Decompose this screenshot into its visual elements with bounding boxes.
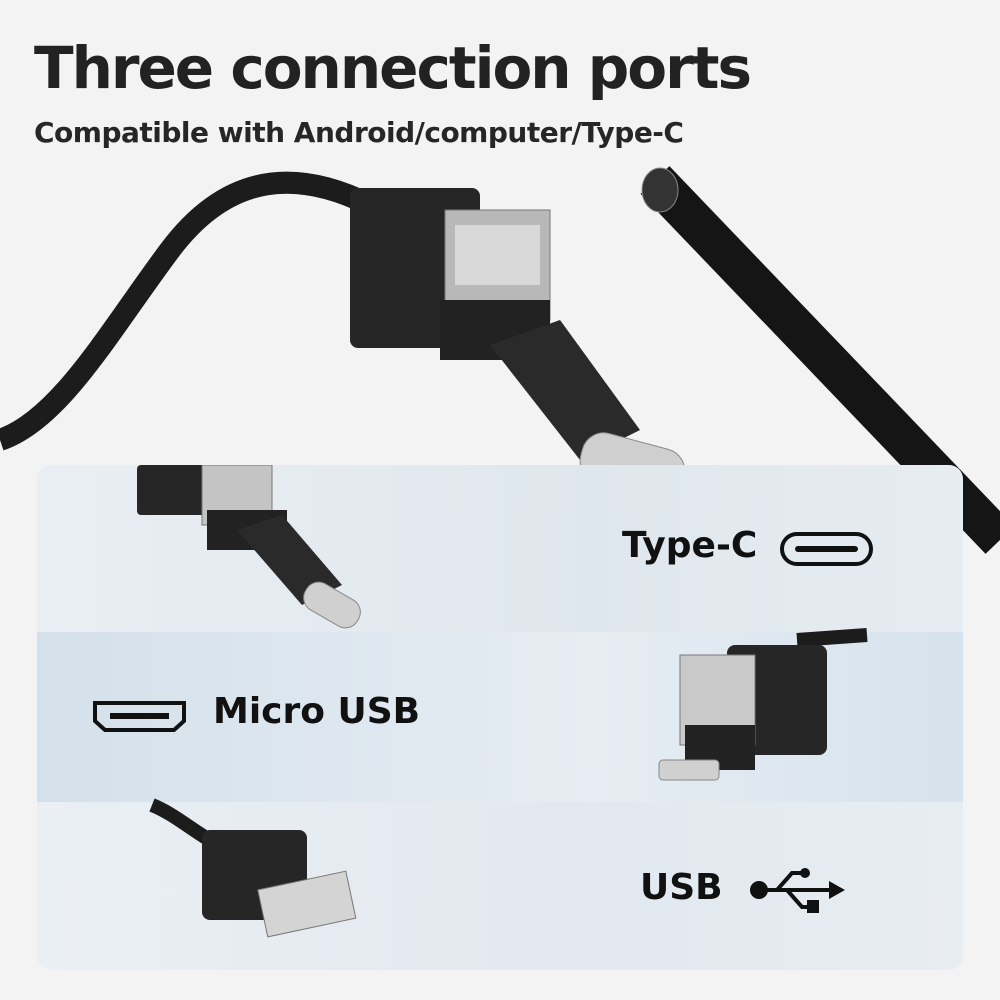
micro-usb-label: Micro USB <box>213 691 421 732</box>
connector-images <box>137 465 868 938</box>
page-title: Three connection ports <box>34 34 752 102</box>
usb-label: USB <box>640 867 723 908</box>
ports-panel: Type-C Micro USB USB <box>37 465 963 970</box>
usb-symbol-icon <box>750 868 845 913</box>
micro-usb-port-icon <box>93 701 186 732</box>
type-c-port-icon <box>780 532 873 566</box>
page-subtitle: Compatible with Android/computer/Type-C <box>34 116 684 149</box>
type-c-label: Type-C <box>622 525 758 566</box>
